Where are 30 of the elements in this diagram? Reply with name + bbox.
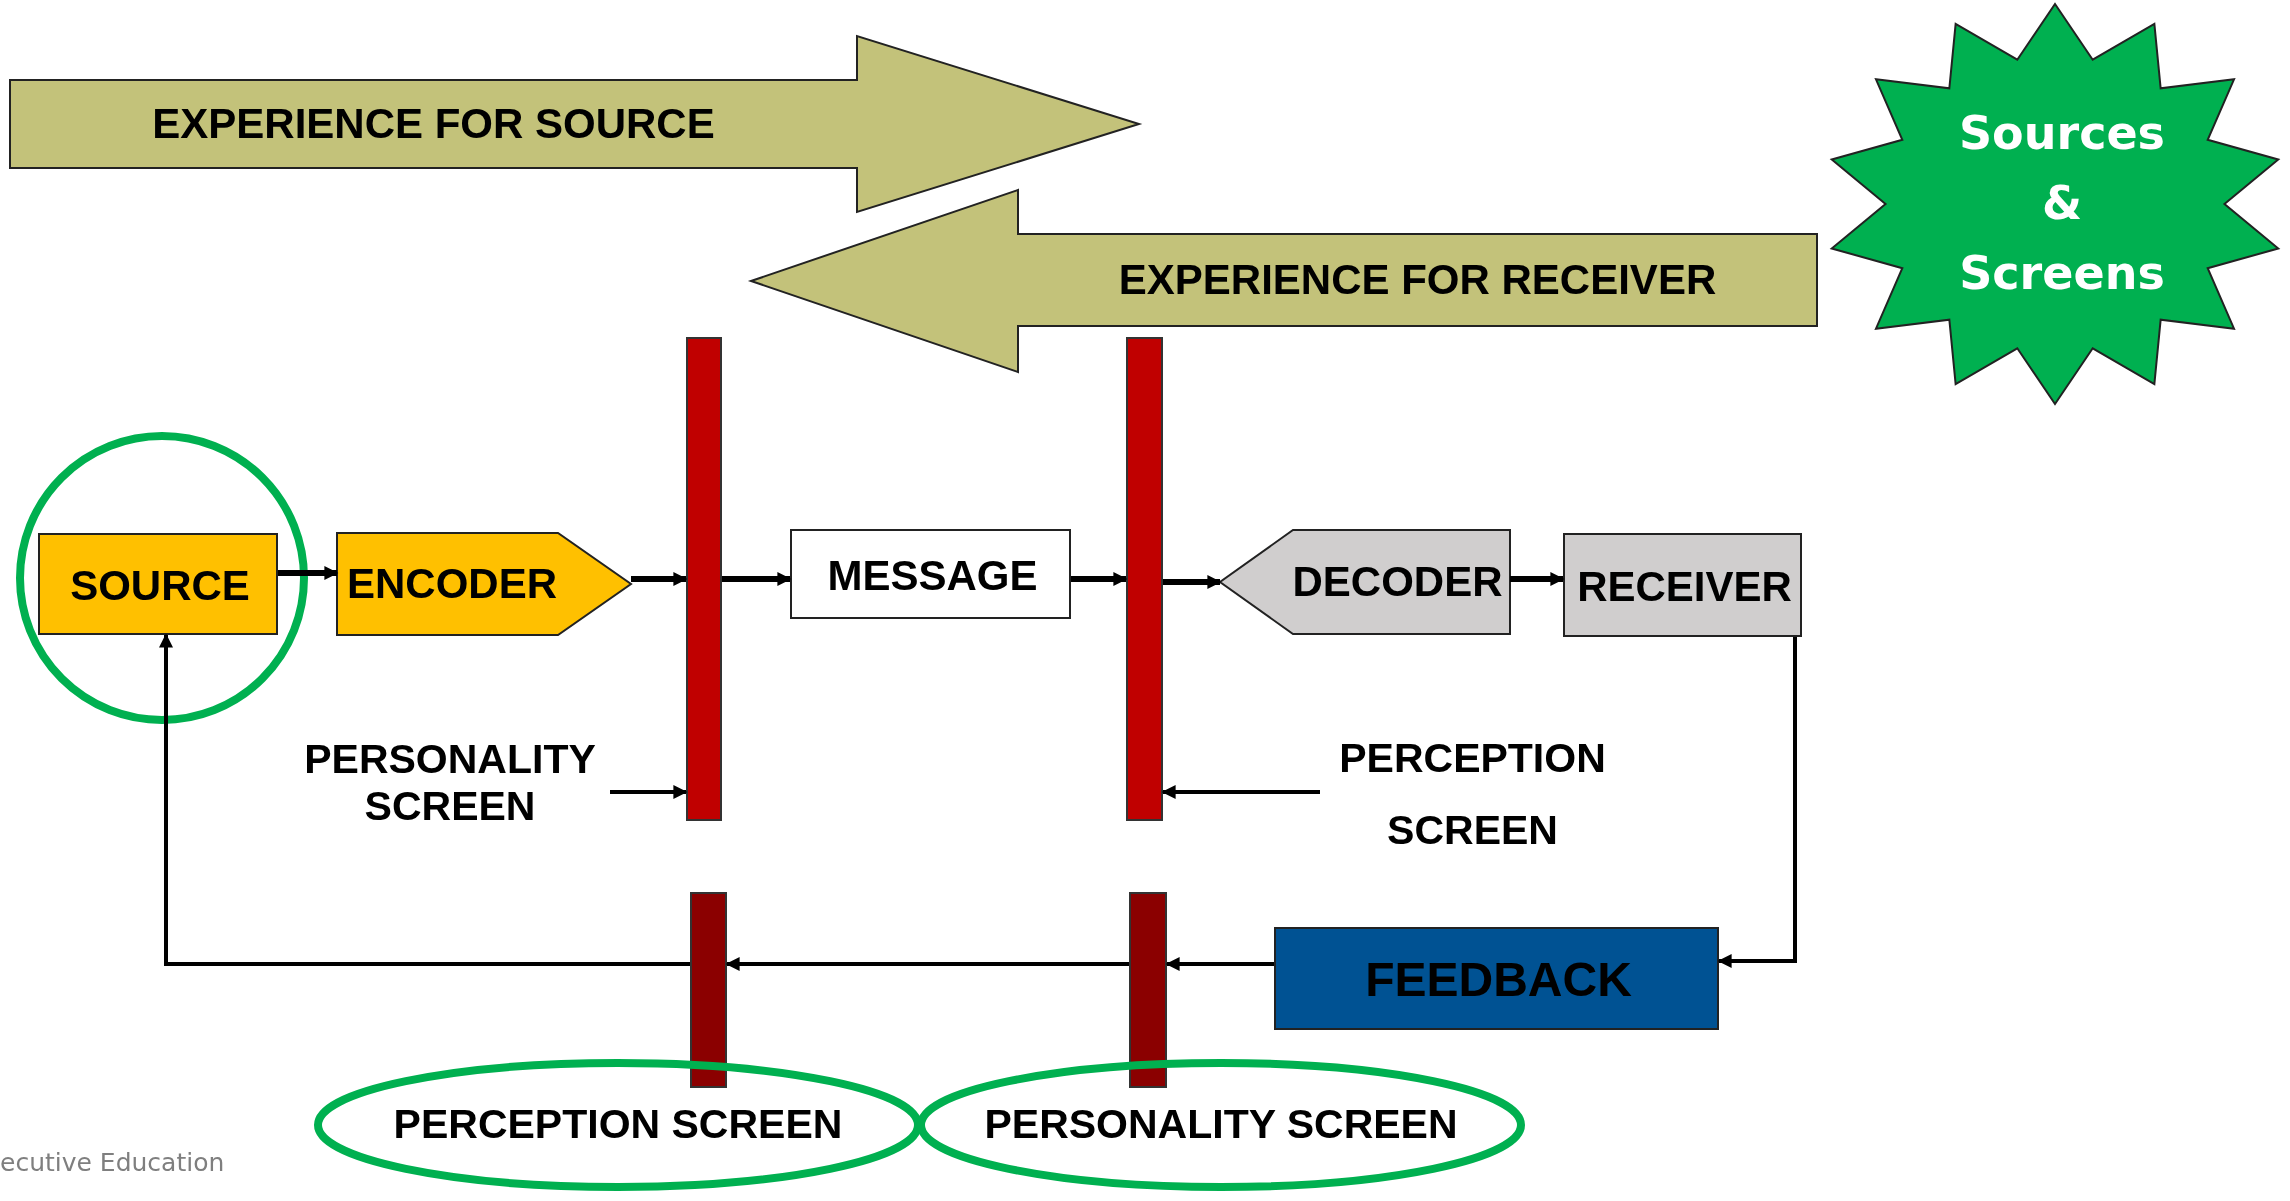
process-box — [790, 529, 1071, 619]
node-label: SOURCE — [70, 562, 250, 610]
process-box — [38, 533, 278, 635]
node-label: EXPERIENCE FOR SOURCE — [152, 100, 715, 148]
node-label: EXPERIENCE FOR RECEIVER — [1118, 256, 1717, 304]
node-label: PERCEPTION SCREEN — [393, 1102, 843, 1148]
badge-text: Sources & Screens — [1958, 105, 2166, 302]
node-label: PERSONALITY SCREEN — [984, 1102, 1458, 1148]
arrow — [725, 957, 1129, 971]
screen-label: PERSONALITY SCREEN — [303, 735, 597, 831]
arrow — [278, 566, 339, 580]
footer-text: ecutive Education — [0, 1148, 225, 1177]
node-label: FEEDBACK — [1365, 954, 1632, 1007]
arrow — [1717, 637, 1797, 968]
arrow — [1163, 575, 1222, 589]
screen-label: PERCEPTION SCREEN — [1338, 733, 1607, 855]
process-box — [1274, 927, 1719, 1030]
node-label: RECEIVER — [1577, 563, 1792, 611]
arrow — [1510, 572, 1565, 586]
node-label: ENCODER — [347, 560, 557, 608]
node-label: DECODER — [1292, 558, 1503, 606]
arrow — [1161, 785, 1320, 799]
arrow — [631, 572, 688, 586]
arrow — [722, 572, 792, 586]
arrow — [1071, 572, 1128, 586]
arrow — [159, 633, 690, 966]
arrow — [1165, 957, 1274, 971]
node-label: MESSAGE — [827, 552, 1038, 600]
arrow — [610, 785, 688, 799]
process-box — [1563, 533, 1802, 637]
